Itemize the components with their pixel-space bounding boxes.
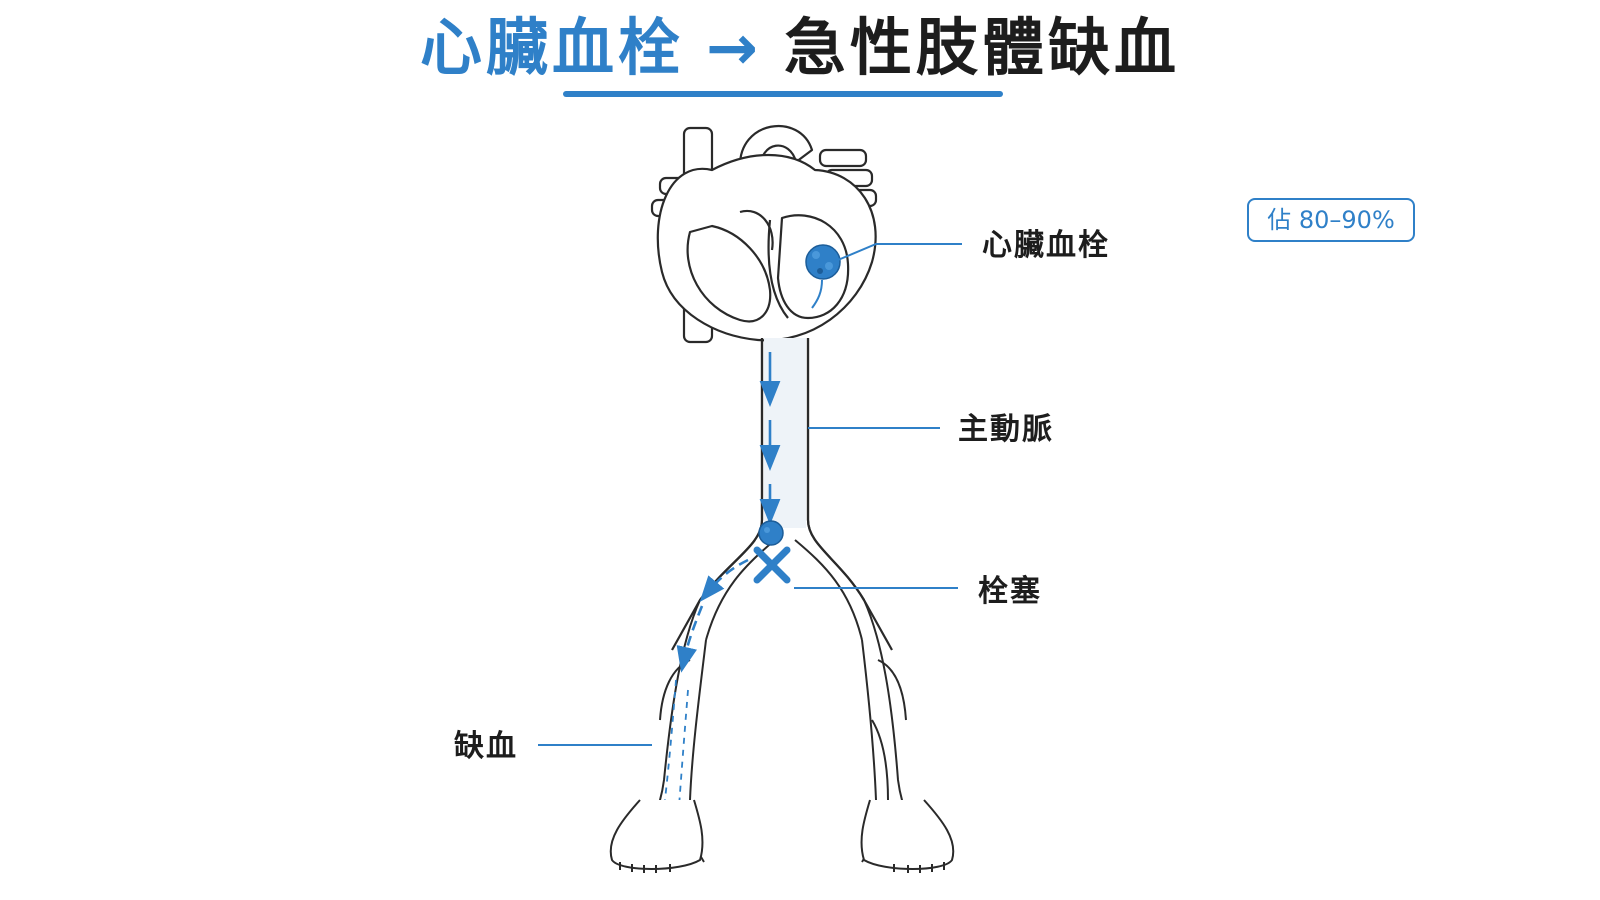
label-aorta: 主動脈 [958, 412, 1054, 447]
leader-lines [538, 243, 962, 746]
heart-illustration [650, 125, 878, 344]
title-underline [563, 91, 1003, 97]
label-embolism: 栓塞 [978, 574, 1042, 609]
cardiac-thrombus [805, 244, 841, 309]
right-foot [860, 799, 955, 873]
chamber-right-ventricle [739, 209, 774, 251]
label-cardiac-thrombus: 心臟血栓 [982, 228, 1110, 263]
arterial-tree [609, 338, 955, 873]
leader-cardiac-thrombus [837, 243, 962, 261]
page-title: 心臟血栓 → 急性肢體缺血 [0, 8, 1600, 88]
chamber-septum [767, 219, 789, 319]
chamber-right-atrium [686, 224, 772, 323]
blood-flow-arrows [676, 352, 781, 673]
title-cause: 心臟血栓 [420, 11, 685, 84]
title-arrow-icon: → [706, 11, 762, 84]
title-effect: 急性肢體缺血 [783, 11, 1180, 84]
blockage-x-icon [753, 546, 791, 584]
left-leg-ischemic-dashes [659, 679, 689, 851]
pulmonary-vessel-right-upper [818, 148, 868, 168]
label-ischemia: 缺血 [454, 729, 518, 764]
percentage-badge: 佔 80–90% [1247, 198, 1415, 242]
left-foot [609, 799, 704, 873]
embolus [758, 520, 784, 546]
